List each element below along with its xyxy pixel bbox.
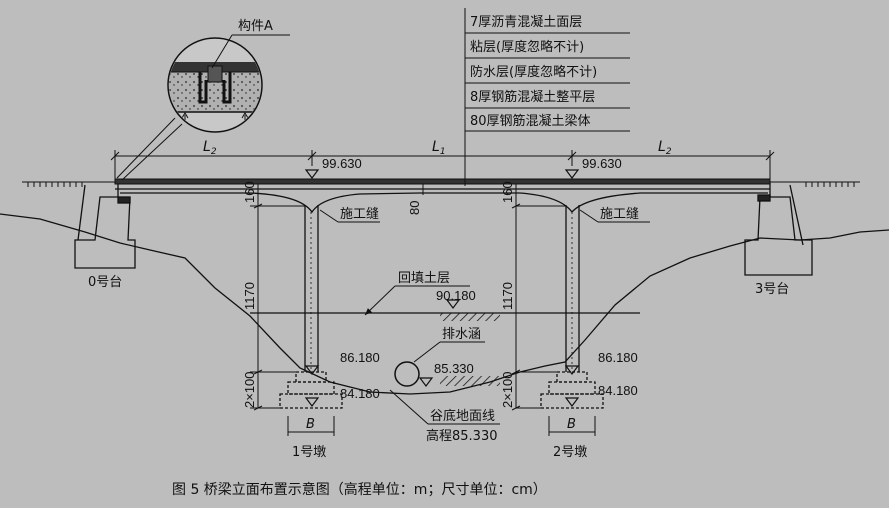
span-right: L	[658, 139, 666, 155]
dim-mid: 80	[407, 201, 422, 215]
layer-4: 8厚钢筋混凝土整平层	[470, 89, 595, 105]
backfill-line	[250, 312, 640, 321]
span-dimension	[110, 150, 775, 180]
label-valley-line: 谷底地面线	[430, 408, 495, 424]
label-abutment-0: 0号台	[88, 275, 122, 290]
annotation-labels: 施工缝 施工缝 回填土层 排水涵 谷底地面线 高程85.330 0号台 3号台 …	[88, 207, 789, 460]
dim-pier-right: 1170	[500, 282, 515, 310]
elev-pier2-bottom: 84.180	[598, 383, 638, 398]
dim-footing-right: 2×100	[500, 371, 515, 408]
dim-pier-left: 1170	[242, 282, 257, 310]
dim-b-left: B	[306, 417, 315, 432]
elev-backfill: 90.180	[436, 288, 476, 303]
span-left-sub: 2	[211, 147, 217, 157]
label-joint-right: 施工缝	[600, 207, 639, 222]
dim-girder-left: 160	[242, 181, 257, 203]
vertical-dimensions	[250, 184, 566, 411]
elev-pier2-top: 86.180	[598, 350, 638, 365]
figure-caption: 图 5 桥梁立面布置示意图（高程单位：m；尺寸单位：cm）	[172, 481, 547, 498]
dim-girder-right: 160	[500, 181, 515, 203]
ground-ticks-left	[22, 181, 118, 187]
label-valley-elev: 高程85.330	[426, 428, 498, 444]
label-backfill: 回填土层	[398, 271, 450, 286]
ground-ticks-right	[770, 181, 860, 187]
dim-footing-left: 2×100	[242, 371, 257, 408]
elev-pier1-top: 86.180	[340, 350, 380, 365]
elev-deck-left: 99.630	[322, 156, 362, 171]
pier-2	[540, 205, 604, 409]
dimension-labels: 160 160 80 1170 1170 2×100 2×100 B B	[242, 181, 576, 432]
drainage-culvert	[394, 361, 420, 387]
span-mid: L	[432, 139, 440, 155]
dim-b-right: B	[567, 417, 576, 432]
layer-3: 防水层(厚度忽略不计)	[470, 64, 597, 80]
label-pier-1: 1号墩	[292, 445, 326, 460]
valley-hatch	[440, 376, 500, 386]
span-right-sub: 2	[666, 147, 672, 157]
svg-text:L2: L2	[203, 139, 217, 157]
layer-2: 粘层(厚度忽略不计)	[470, 39, 584, 55]
pier-1	[279, 205, 343, 409]
elev-pier1-bottom: 84.180	[340, 386, 380, 401]
elevation-markers	[304, 169, 580, 407]
span-mid-sub: 1	[440, 147, 446, 157]
label-joint-left: 施工缝	[340, 207, 379, 222]
layer-labels: 7厚沥青混凝土面层 粘层(厚度忽略不计) 防水层(厚度忽略不计) 8厚钢筋混凝土…	[470, 14, 597, 129]
component-a-label: 构件A	[238, 19, 273, 34]
elev-deck-right: 99.630	[582, 156, 622, 171]
label-culvert: 排水涵	[442, 327, 481, 342]
label-pier-2: 2号墩	[553, 445, 587, 460]
abutment-3	[744, 182, 813, 276]
detail-callout	[116, 34, 290, 181]
elevation-labels: 99.630 99.630 90.180 86.180 84.180 86.18…	[322, 156, 638, 401]
svg-text:L1: L1	[432, 139, 446, 157]
span-labels: L2 L1 L2	[203, 139, 672, 157]
layer-leader	[464, 8, 630, 186]
layer-1: 7厚沥青混凝土面层	[470, 14, 582, 30]
svg-text:L2: L2	[658, 139, 672, 157]
bridge-deck	[114, 178, 771, 214]
elev-culvert: 85.330	[434, 361, 474, 376]
label-leaders	[319, 209, 650, 425]
footing-width-dims	[287, 416, 596, 436]
label-abutment-3: 3号台	[755, 282, 789, 297]
layer-5: 80厚钢筋混凝土梁体	[470, 113, 591, 129]
abutment-0	[74, 182, 136, 269]
span-left: L	[203, 139, 211, 155]
